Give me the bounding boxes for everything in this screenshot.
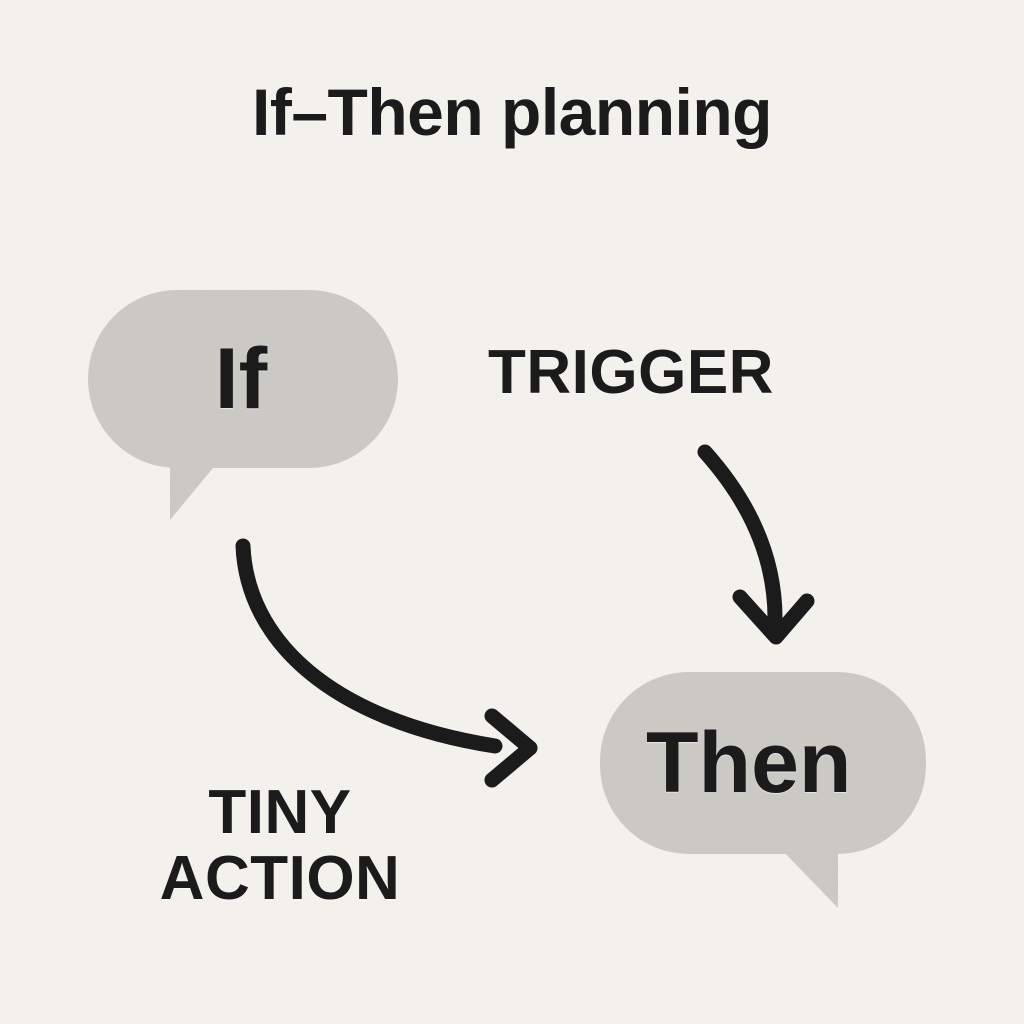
if-bubble-tail	[170, 462, 218, 520]
tiny-action-arrow-icon	[235, 538, 538, 788]
then-bubble-label: Then	[646, 715, 852, 811]
trigger-caption: TRIGGER	[488, 338, 774, 407]
if-bubble-body: If	[88, 290, 398, 468]
tiny-action-caption-line-1: TINY	[208, 778, 352, 847]
page-title: If–Then planning	[252, 75, 772, 149]
tiny-action-caption: TINY ACTION	[100, 778, 460, 914]
then-bubble-tail	[780, 848, 838, 908]
if-bubble-label: If	[214, 331, 268, 427]
trigger-arrow-icon	[697, 444, 815, 645]
then-bubble-body: Then	[600, 672, 926, 854]
tiny-action-caption-line-2: ACTION	[159, 844, 401, 914]
